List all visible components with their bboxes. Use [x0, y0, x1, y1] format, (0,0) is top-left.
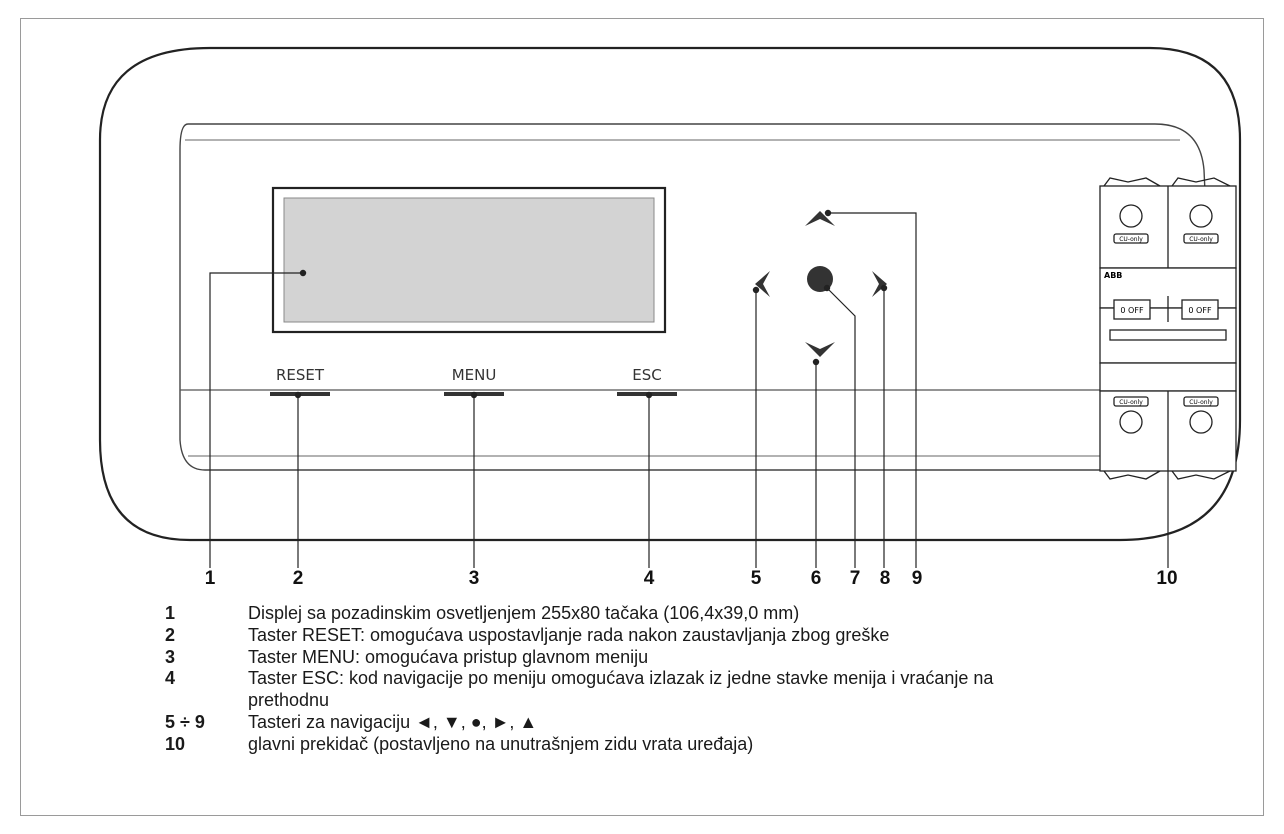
legend-text: glavni prekidač (postavljeno na unutrašn… — [248, 733, 754, 754]
legend-number: 2 — [165, 624, 176, 645]
legend-row: 10 glavni prekidač (postavljeno na unutr… — [165, 734, 1188, 756]
legend-number: 3 — [165, 646, 176, 667]
callout-6: 6 — [810, 568, 822, 589]
legend-row: 1 Displej sa pozadinskim osvetljenjem 25… — [165, 603, 1188, 625]
legend-text: Taster ESC: kod navigacije po meniju omo… — [248, 668, 994, 711]
callout-5: 5 — [750, 568, 762, 589]
callout-3: 3 — [468, 568, 480, 589]
legend-number: 1 — [165, 603, 176, 623]
leader-lines — [209, 209, 1172, 568]
callout-9: 9 — [911, 568, 923, 589]
legend-row: 2 Taster RESET: omogućava uspostavljanje… — [165, 625, 1188, 647]
nav-right-button[interactable] — [872, 271, 887, 297]
menu-label: MENU — [451, 366, 497, 384]
breaker-switch-right: 0 OFF — [1188, 306, 1212, 315]
panel-housing — [98, 46, 1242, 542]
callout-2: 2 — [292, 568, 304, 589]
callout-8: 8 — [879, 568, 891, 589]
main-breaker[interactable] — [1099, 177, 1237, 480]
callout-7: 7 — [849, 568, 861, 589]
breaker-bottom-label-right: CU-only — [1189, 399, 1213, 406]
nav-left-button[interactable] — [755, 271, 770, 297]
breaker-brand: ABB — [1104, 271, 1122, 280]
breaker-top-label-left: CU-only — [1119, 236, 1143, 243]
breaker-switch-left: 0 OFF — [1120, 306, 1144, 315]
nav-up-button[interactable] — [805, 211, 835, 226]
callout-4: 4 — [643, 568, 655, 589]
breaker-bottom-label-left: CU-only — [1119, 399, 1143, 406]
legend: 1 Displej sa pozadinskim osvetljenjem 25… — [165, 603, 1188, 756]
legend-text: Displej sa pozadinskim osvetljenjem 255x… — [248, 603, 800, 623]
legend-row: 5 ÷ 9 Tasteri za navigaciju ◄, ▼, ●, ►, … — [165, 712, 1188, 734]
breaker-top-label-right: CU-only — [1189, 236, 1213, 243]
reset-label: RESET — [275, 366, 325, 384]
display-screen[interactable] — [283, 197, 655, 323]
callout-1: 1 — [204, 568, 216, 589]
legend-row: 4 Taster ESC: kod navigacije po meniju o… — [165, 668, 1188, 712]
esc-label: ESC — [632, 366, 662, 384]
legend-number: 4 — [165, 668, 176, 689]
figure-frame — [20, 18, 1264, 816]
legend-row: 3 Taster MENU: omogućava pristup glavnom… — [165, 647, 1188, 669]
legend-number: 10 — [165, 733, 186, 754]
legend-number: 5 ÷ 9 — [165, 711, 205, 732]
callout-10: 10 — [1156, 568, 1178, 589]
legend-text: Tasteri za navigaciju ◄, ▼, ●, ►, ▲ — [248, 711, 538, 732]
legend-text: Taster MENU: omogućava pristup glavnom m… — [248, 646, 649, 667]
nav-down-button[interactable] — [805, 342, 835, 357]
legend-text: Taster RESET: omogućava uspostavljanje r… — [248, 624, 890, 645]
